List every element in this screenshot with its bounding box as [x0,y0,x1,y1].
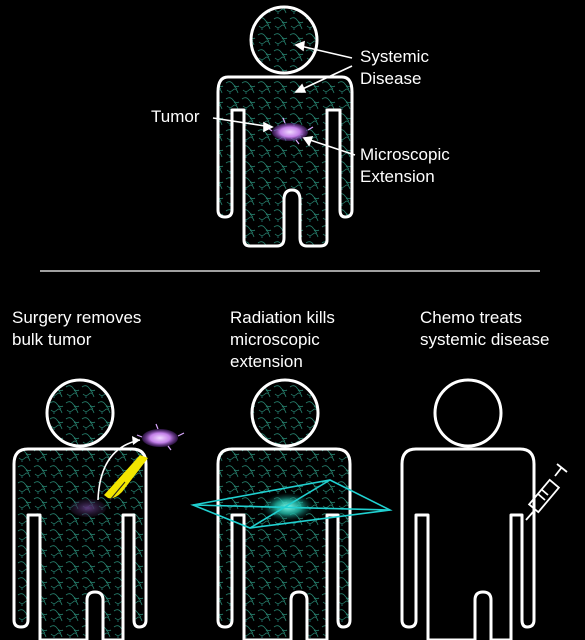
radiation-beams [190,479,393,529]
removal-arrow [97,439,141,501]
chemo-caption: Chemo treats systemic disease [420,308,550,349]
systemic-disease-label: Systemic Disease [360,47,429,88]
removed-tumor [136,423,185,451]
radiation-figure [190,378,393,640]
radiation-caption: Radiation kills microscopic extension [230,308,335,371]
scalpel-icon [104,455,148,501]
tumor-label: Tumor [151,107,200,126]
top-figure [212,5,356,248]
top-tumor [267,117,314,145]
microscopic-extension-label: Microscopic Extension [360,145,450,186]
surgery-caption: Surgery removes bulk tumor [12,308,142,349]
excised-tumor-site [70,499,106,517]
surgery-figure [12,378,185,640]
syringe-icon [525,463,568,521]
chemo-figure [400,378,568,640]
top-figure-body [216,5,354,248]
top-arrows [212,40,356,156]
